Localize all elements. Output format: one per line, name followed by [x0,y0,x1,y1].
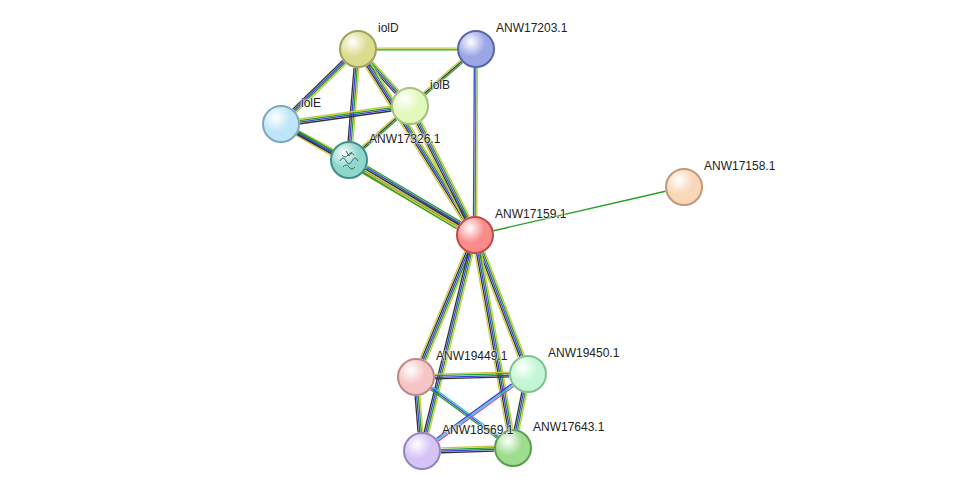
interaction-edge [494,191,666,230]
node-label: iolE [301,96,321,110]
structure-stroke [343,165,355,169]
evidence-line [425,63,462,95]
evidence-line [435,377,509,379]
evidence-line [364,172,457,228]
interaction-edge [436,384,513,441]
evidence-line [476,68,478,216]
interaction-edge [514,392,526,430]
evidence-line [494,191,666,230]
node-label: ANW17158.1 [704,159,775,173]
node-label: ANW17643.1 [533,420,604,434]
node-label: iolD [378,21,399,35]
node-label: ANW17203.1 [496,21,567,35]
protein-node: ANW17326.1 [330,141,368,179]
interaction-edge [415,396,423,433]
evidence-line [426,253,470,432]
interaction-edge [424,253,473,433]
evidence-line [478,254,509,430]
protein-node: ANW19450.1 [509,355,547,393]
protein-node: iolD [339,30,377,68]
evidence-line [424,61,461,93]
evidence-line [516,392,523,429]
interaction-edge [475,253,513,430]
interaction-edge [435,372,509,379]
interaction-edge [377,48,457,50]
evidence-line [474,68,476,216]
structure-stroke [340,158,358,164]
protein-node: ANW17203.1 [457,30,495,68]
node-label: iolB [430,78,450,92]
structure-icon [332,143,366,177]
protein-node: ANW18569.1 [403,432,441,470]
evidence-line [365,170,458,226]
evidence-line [366,169,459,225]
evidence-line [294,62,344,110]
evidence-line [367,166,460,222]
interaction-edge [441,446,494,453]
evidence-line [514,392,521,429]
evidence-line [477,254,508,430]
evidence-line [437,385,512,440]
interaction-edge [296,131,459,227]
evidence-line [367,168,460,224]
evidence-line [300,111,391,124]
evidence-line [438,386,513,441]
node-label: ANW19450.1 [548,346,619,360]
evidence-line [480,253,511,429]
interaction-edge [363,166,460,228]
node-label: ANW17326.1 [369,132,440,146]
evidence-line [295,63,345,111]
interaction-edge [293,61,346,113]
evidence-line [377,49,457,50]
evidence-line [429,254,473,433]
protein-node: ANW17158.1 [665,168,703,206]
protein-node: iolE [262,105,300,143]
evidence-line [348,68,354,141]
evidence-line [427,254,471,433]
evidence-line [293,61,343,109]
evidence-line [377,48,457,49]
evidence-line [423,60,460,92]
protein-node: ANW19449.1 [397,358,435,396]
evidence-line [415,396,418,432]
evidence-line [473,68,475,216]
protein-node: iolB [391,87,429,125]
interaction-edge [423,60,462,95]
evidence-line [300,109,391,122]
node-label: ANW17159.1 [495,207,566,221]
interaction-edge [348,68,359,142]
evidence-line [424,253,468,432]
node-label: ANW18569.1 [442,423,513,437]
node-label: ANW19449.1 [436,349,507,363]
evidence-line [296,64,346,112]
evidence-line [441,451,494,453]
protein-node: ANW17159.1 [456,216,494,254]
structure-stroke [346,151,352,156]
evidence-line [363,173,456,229]
interaction-edge [474,68,478,216]
